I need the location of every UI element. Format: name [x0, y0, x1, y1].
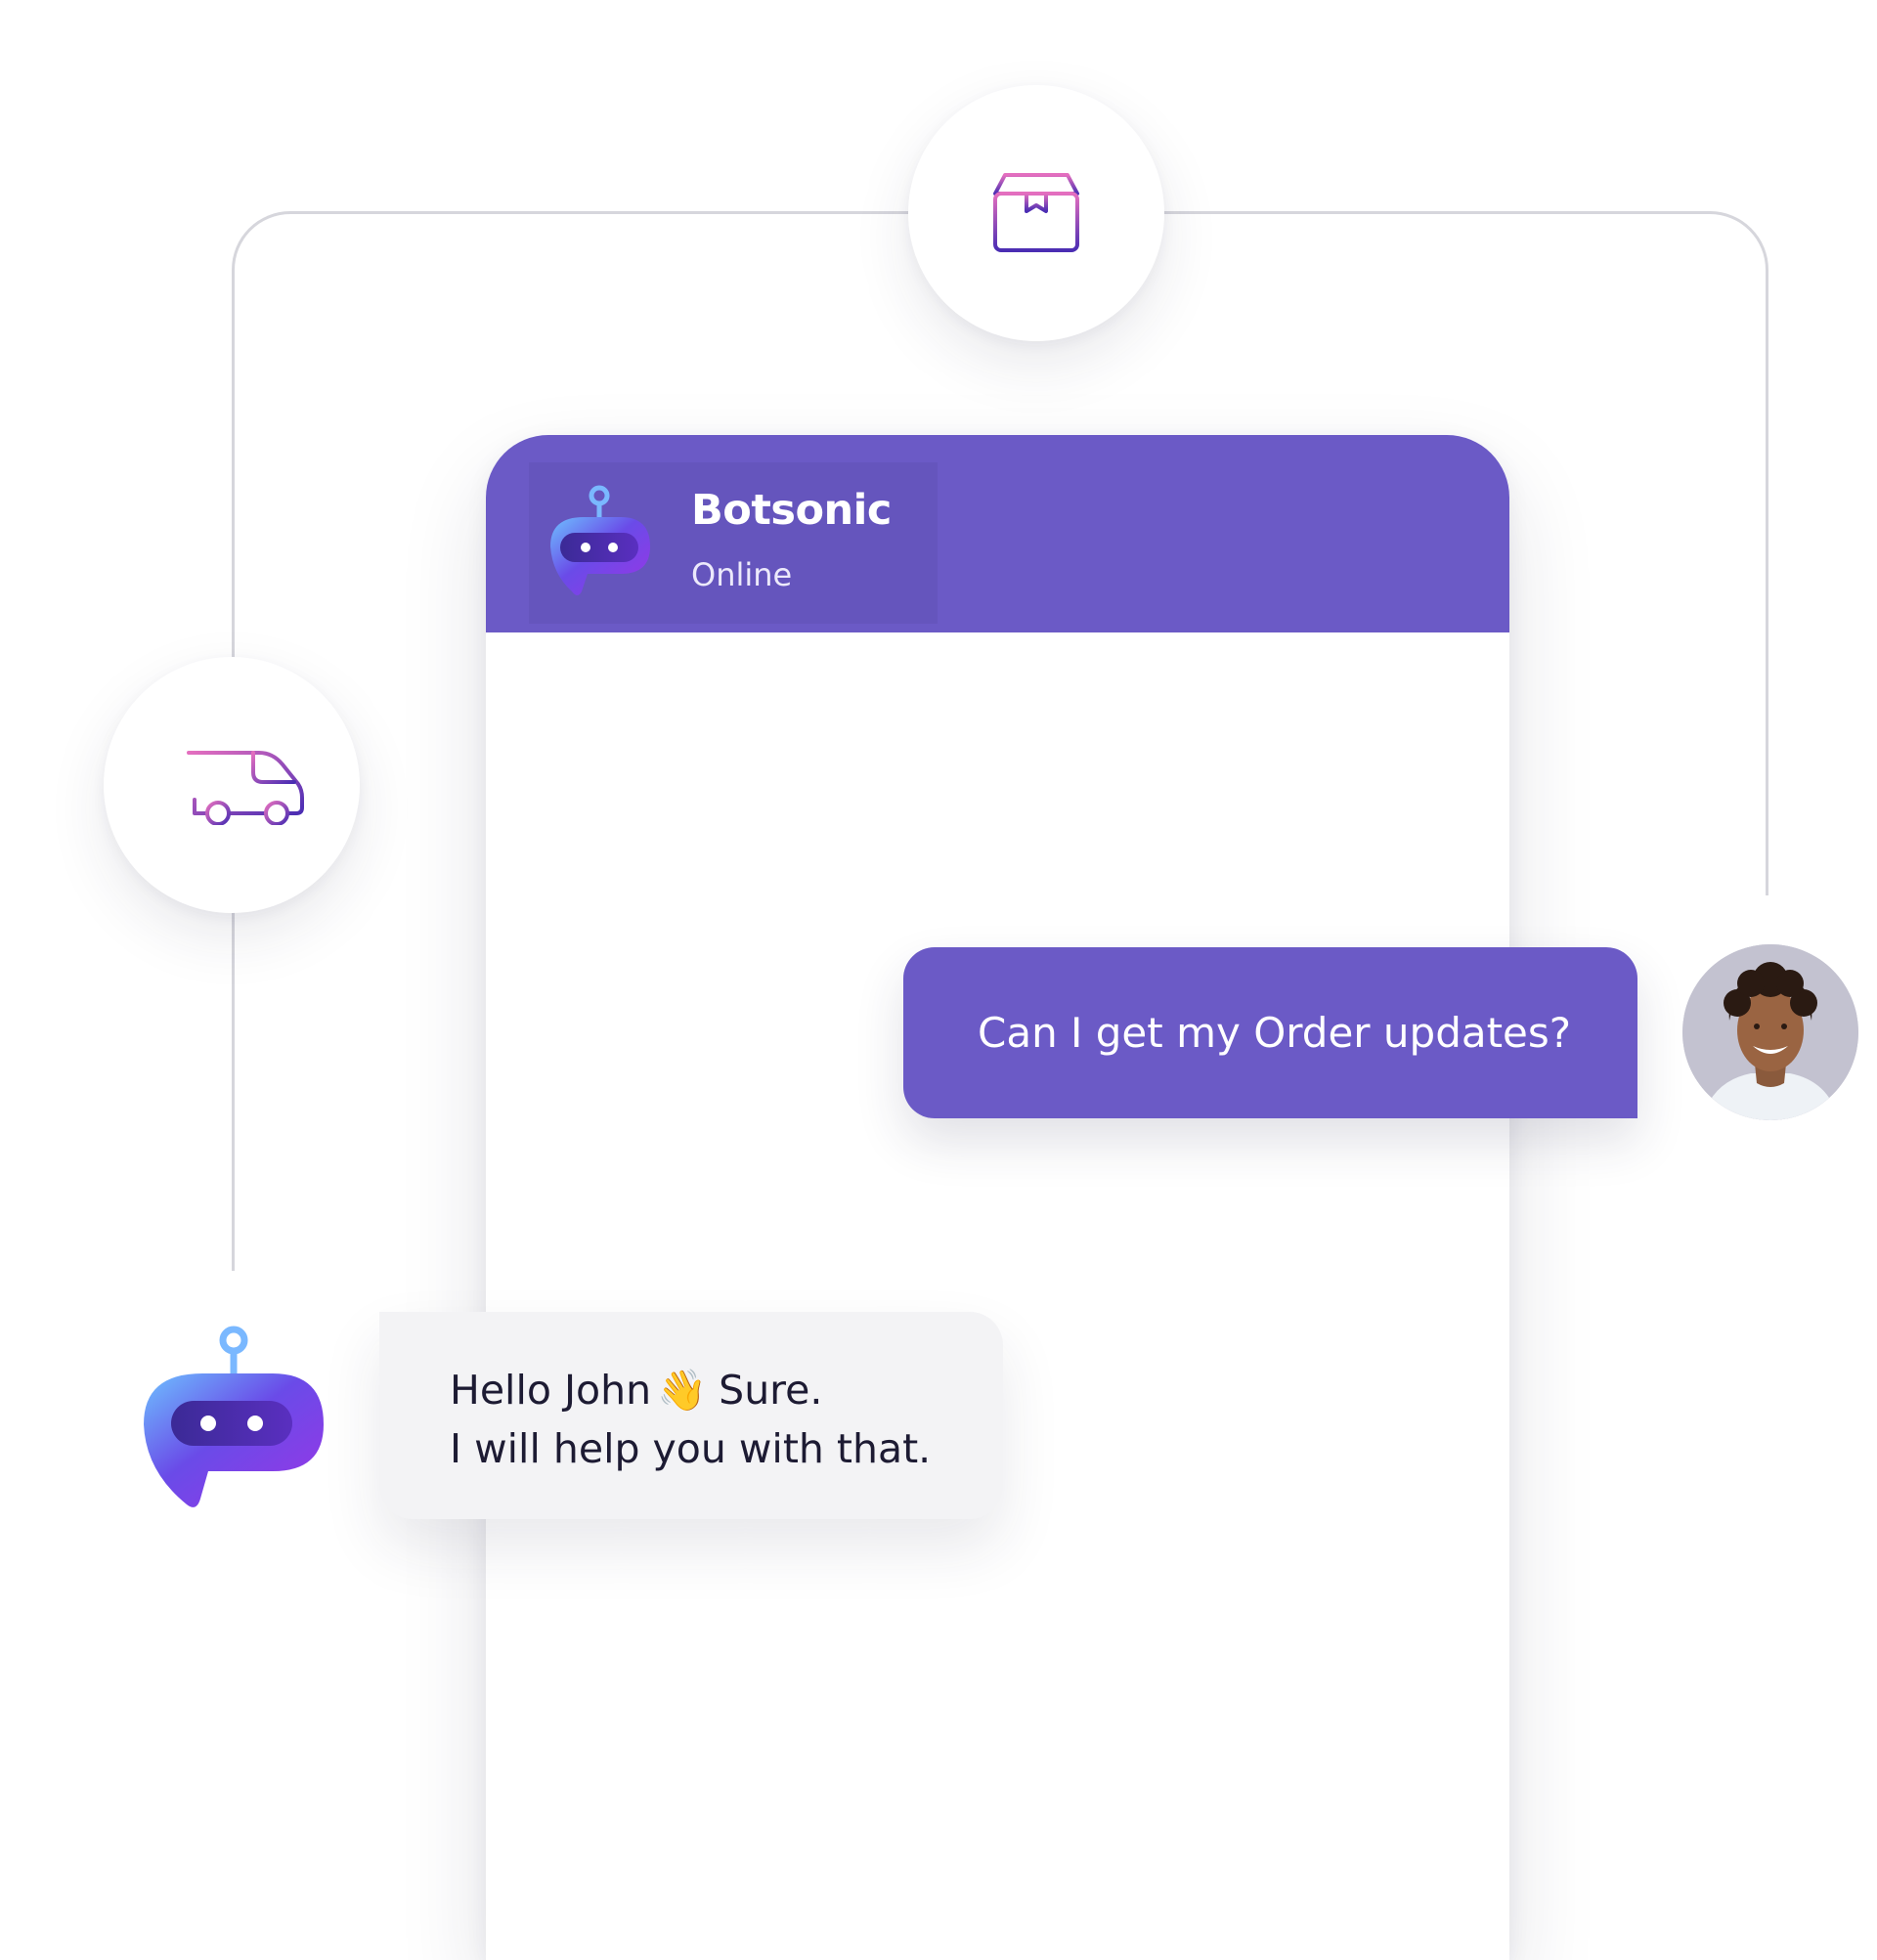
wave-emoji-icon: 👋	[657, 1367, 708, 1414]
bot-message-bubble: Hello John👋Sure. I will help you with th…	[379, 1312, 1003, 1519]
user-message-text: Can I get my Order updates?	[978, 1009, 1572, 1057]
user-message-bubble: Can I get my Order updates?	[903, 947, 1637, 1118]
bot-message-line-1: Hello John👋Sure.	[450, 1361, 1003, 1419]
bot-message-line-2: I will help you with that.	[450, 1425, 932, 1472]
bot-status: Online	[691, 556, 793, 593]
bot-icon	[144, 1326, 324, 1507]
order-box-button[interactable]	[908, 85, 1164, 341]
bot-greeting-rest: Sure.	[719, 1367, 823, 1414]
delivery-truck-icon	[157, 751, 304, 825]
delivery-button[interactable]	[104, 657, 360, 913]
box-icon	[993, 173, 1079, 252]
user-avatar	[1682, 944, 1858, 1120]
bot-greeting-text: Hello John	[450, 1367, 652, 1414]
bot-name: Botsonic	[691, 486, 892, 535]
chat-header: Botsonic Online	[486, 435, 1509, 632]
connector-line	[232, 880, 235, 1271]
bot-icon	[550, 485, 650, 595]
chat-window: Botsonic Online	[486, 435, 1509, 1960]
